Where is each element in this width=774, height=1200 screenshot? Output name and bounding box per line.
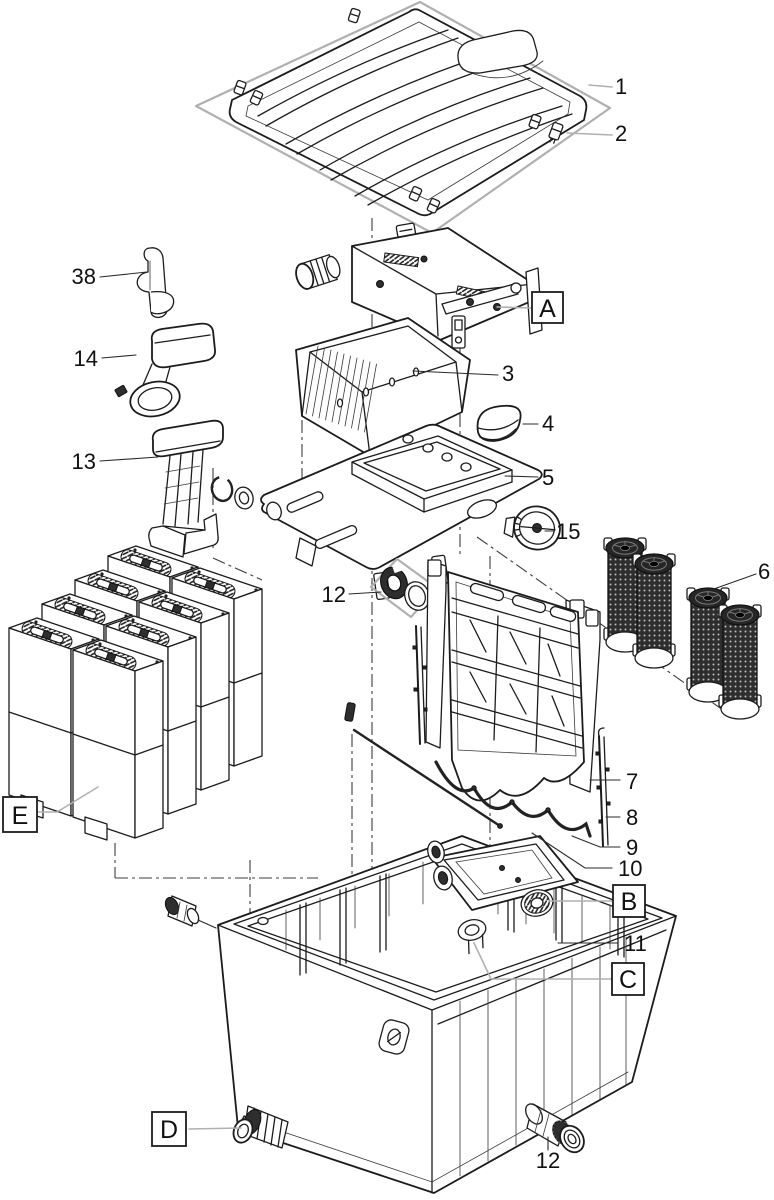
label-2: 2 [615,121,627,146]
handle-14 [114,322,216,418]
seal-9 [434,760,592,838]
lattice-panel-7 [425,559,601,802]
label-3: 3 [502,361,514,386]
label-11: 11 [624,931,647,956]
lid-clip [347,7,361,24]
label-box-b: B [612,884,646,918]
label-12-bottom: 12 [536,1148,560,1173]
lid-clip [233,79,247,96]
label-15: 15 [556,519,580,544]
label-box-c: C [611,962,645,996]
label-12-mid: 12 [322,582,346,607]
label-8: 8 [626,805,638,830]
hook-38 [136,247,175,319]
label-38: 38 [72,264,96,289]
inlet-basket-3 [295,317,471,457]
latch [451,315,466,349]
svg-text:C: C [619,966,637,994]
part-number-labels: 1 2 3 4 5 6 7 8 9 10 11 12 12 13 14 15 3… [72,74,771,1173]
foam-set-e [8,545,263,841]
tank-11 [217,835,677,1194]
cover-insert-4 [476,404,522,442]
circlip [210,475,234,503]
rod-10 [344,702,503,829]
label-box-e: E [2,796,38,833]
label-5: 5 [542,465,554,490]
label-14: 14 [74,346,98,371]
filter-cartridges-6 [603,537,762,720]
svg-text:A: A [539,295,556,323]
drain-c-port [457,919,487,955]
label-10: 10 [618,856,642,881]
outlet-fitting-12 [525,1103,585,1154]
bracket-13 [148,419,224,558]
svg-text:B: B [621,888,638,916]
seal-strip-8 [412,625,611,847]
support-frame-5 [210,423,543,601]
wheel-15 [503,505,561,551]
inlet-elbow [295,254,341,290]
svg-text:D: D [160,1116,178,1144]
label-box-a: A [531,291,564,324]
latch-clip-2 [548,121,564,144]
wall-port-boss [378,1019,410,1055]
circlip [234,486,254,510]
label-4: 4 [542,411,554,436]
label-7: 7 [626,769,638,794]
drain-fitting-d [232,1105,289,1149]
pump-port [520,889,554,917]
pump-unit-b [427,835,579,955]
inlet-connector [164,895,217,929]
lid-clip [408,185,423,202]
lid-clip [528,113,542,130]
label-13: 13 [72,449,96,474]
leader-lines [37,84,757,1151]
lid-clip [249,89,264,106]
label-6: 6 [758,559,770,584]
lid-handle-recess [457,29,544,79]
label-box-d: D [151,1111,187,1147]
lid-clip [426,197,441,214]
assembly-letter-labels: A B C D E [2,291,646,1147]
label-1: 1 [615,74,627,99]
lid [228,7,588,217]
label-9: 9 [626,835,638,860]
svg-text:E: E [12,802,29,830]
